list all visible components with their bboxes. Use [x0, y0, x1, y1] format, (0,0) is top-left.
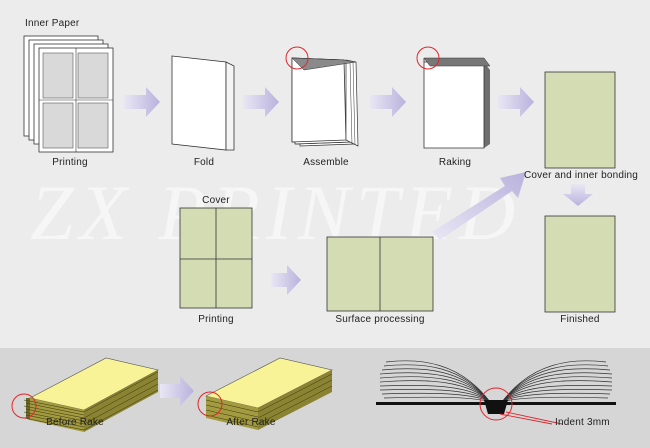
after-rake-highlight-circle — [197, 391, 223, 417]
cover-label: Cover — [202, 195, 230, 206]
flow-arrow — [160, 376, 194, 406]
watermark-text: ZX PRINTED — [30, 169, 522, 256]
before-rake-label: Before Rake — [46, 417, 104, 428]
indent-highlight-circle — [479, 387, 513, 421]
assemble-highlight-circle — [285, 46, 309, 70]
cover-sheet — [179, 207, 253, 309]
assembled-stack — [291, 57, 359, 147]
flow-arrow — [124, 87, 160, 117]
raking-highlight-circle — [416, 46, 440, 70]
flow-arrow-down — [563, 184, 593, 206]
cover-inner-bonding-label: Cover and inner bonding — [523, 170, 639, 181]
inner-paper-label: Inner Paper — [25, 18, 80, 29]
flow-arrow — [243, 87, 279, 117]
surface-processed-cover — [326, 236, 434, 312]
before-rake-highlight-circle — [11, 393, 37, 419]
before-rake-book — [23, 357, 159, 432]
cover-printing-label: Printing — [198, 314, 234, 325]
folded-sheet — [171, 55, 235, 151]
raking-label: Raking — [438, 157, 472, 168]
printing-label: Printing — [52, 157, 88, 168]
finished-label: Finished — [560, 314, 600, 325]
flow-arrow — [370, 87, 406, 117]
assemble-label: Assemble — [303, 157, 349, 168]
flow-arrow — [498, 87, 534, 117]
spine-indent — [484, 400, 508, 414]
raked-block — [423, 57, 491, 149]
inner-paper-stack — [23, 35, 114, 153]
flow-arrow-diagonal — [432, 172, 526, 240]
indent-label: Indent 3mm — [555, 417, 610, 428]
fold-label: Fold — [193, 157, 215, 168]
flow-arrow — [271, 265, 301, 295]
after-rake-book — [205, 357, 333, 430]
finished-book — [544, 215, 616, 313]
indent-pointer-line — [499, 413, 553, 425]
bonded-book — [544, 71, 616, 169]
surface-processing-label: Surface processing — [335, 314, 425, 325]
after-rake-label: After Rake — [226, 417, 276, 428]
indent-pointer-line — [505, 411, 563, 425]
